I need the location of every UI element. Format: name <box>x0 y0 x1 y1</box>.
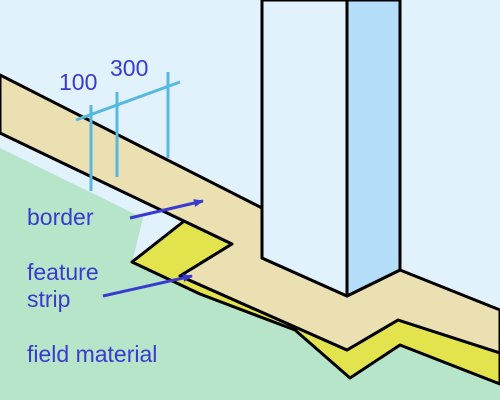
feature-strip-label-line1: feature <box>27 259 99 285</box>
feature-strip-label-line2: strip <box>27 286 70 312</box>
border-arrow <box>129 199 204 220</box>
field-material-area <box>0 148 500 400</box>
dimension-lines <box>75 72 181 191</box>
column-front-face <box>260 0 349 298</box>
feature-strip-arrow <box>102 274 193 298</box>
dimension-300-label: 300 <box>110 55 148 81</box>
column-side-face <box>345 0 402 298</box>
field-material-label: field material <box>27 341 157 367</box>
dimension-100-label: 100 <box>59 69 97 95</box>
border-label: border <box>27 204 94 230</box>
label-arrows <box>102 199 204 298</box>
